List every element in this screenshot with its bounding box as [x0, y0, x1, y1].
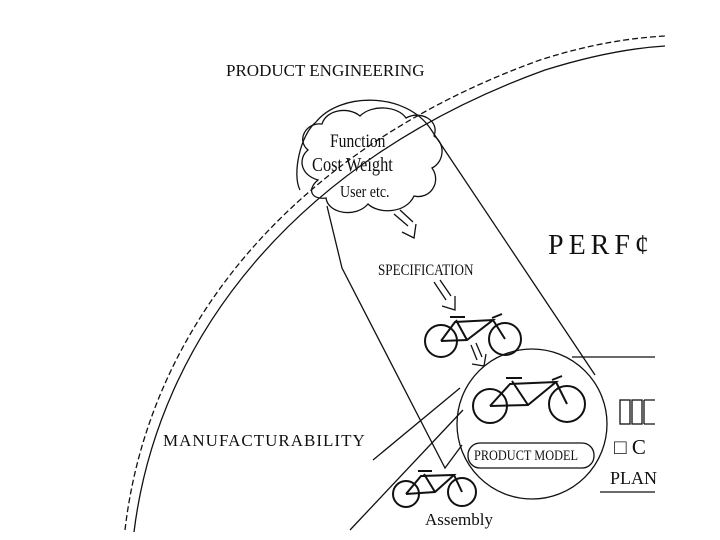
performance-label: PERF¢	[548, 230, 654, 261]
bicycle-icon	[424, 313, 522, 358]
manufacturing-line-2	[372, 387, 461, 461]
band-left-lower	[296, 121, 317, 191]
plan-label: PLAN	[610, 468, 658, 488]
inner-circle-line	[133, 45, 666, 533]
product-model-circle	[456, 348, 608, 500]
bicycle-icon	[472, 375, 586, 424]
product-model-oval	[467, 442, 595, 469]
hollow-arrow-icon	[470, 342, 487, 367]
cloud-text-function: Function	[330, 131, 386, 152]
product-engineering-label: PRODUCT ENGINEERING	[226, 61, 425, 80]
band-left-edge	[326, 205, 463, 470]
assembly-label: Assembly	[425, 510, 493, 529]
manufacturing-line-1	[349, 409, 464, 531]
square-outline-icon	[619, 399, 655, 425]
product-model-label: PRODUCT MODEL	[474, 448, 578, 464]
requirements-cloud	[301, 107, 443, 214]
hollow-arrow-icon	[393, 209, 417, 239]
hollow-arrow-icon	[433, 279, 456, 311]
cloud-text-user-etc: User etc.	[340, 182, 390, 201]
cloud-text-cost-weight: Cost Weight	[312, 154, 393, 176]
outer-circle-line	[124, 35, 666, 531]
band-top-curve	[315, 99, 431, 129]
bicycle-icon	[392, 470, 477, 508]
band-right-edge	[429, 127, 596, 376]
manufacturability-label: MANUFACTURABILITY	[163, 431, 366, 450]
specification-label: SPECIFICATION	[378, 262, 474, 279]
partial-c-label: □ C	[614, 435, 646, 459]
